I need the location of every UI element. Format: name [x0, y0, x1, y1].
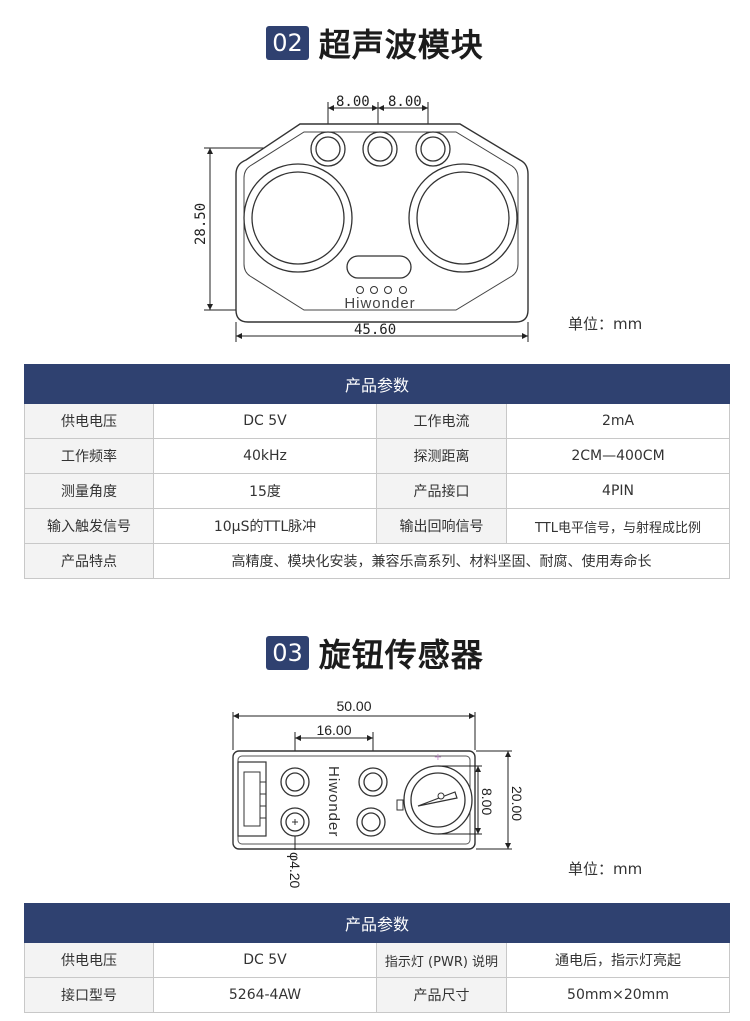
spec-label: 产品特点 [24, 543, 154, 579]
svg-text:+: + [434, 752, 442, 763]
spec-label: 测量角度 [24, 473, 154, 509]
spec-label: 输出回响信号 [376, 508, 507, 544]
table-row: 产品特点 高精度、模块化安装，兼容乐高系列、材料坚固、耐腐、使用寿命长 [24, 543, 731, 579]
spec-label: 产品接口 [376, 473, 507, 509]
spec-value: DC 5V [153, 942, 377, 978]
spec-label: 输入触发信号 [24, 508, 154, 544]
dim-spacing-v: 8.00 [479, 788, 495, 815]
spec-label: 产品尺寸 [376, 977, 507, 1013]
dim-width: 45.60 [354, 322, 396, 338]
transducer-left [243, 163, 353, 273]
spec-table-ultrasonic: 产品参数 供电电压 DC 5V 工作电流 2mA 工作频率 40kHz 探测距离… [23, 364, 731, 579]
mount-hole-bottom-right [356, 807, 386, 837]
mount-hole-top-left [280, 767, 310, 797]
unit-label: 单位：mm [568, 860, 643, 878]
table-row: 供电电压 DC 5V 指示灯 (PWR) 说明 通电后，指示灯亮起 [24, 942, 731, 978]
spec-value: TTL电平信号，与射程成比例 [505, 508, 731, 544]
top-hole-left [310, 131, 346, 167]
ultrasonic-module-diagram: 8.00 8.00 28.50 Hiwonder [193, 94, 529, 342]
spec-value: 2CM—400CM [505, 438, 731, 474]
spec-label: 供电电压 [24, 942, 154, 978]
rotary-sensor-diagram: 50.00 16.00 Hiwonder [232, 698, 525, 889]
board-logo: Hiwonder [344, 295, 415, 312]
spec-value: 4PIN [505, 473, 731, 509]
spec-label: 指示灯 (PWR) 说明 [376, 942, 507, 978]
section-title-text: 旋钮传感器 [318, 636, 484, 674]
dim-width: 50.00 [336, 698, 371, 714]
spec-label: 接口型号 [24, 977, 154, 1013]
pwr-led [396, 799, 404, 811]
dim-spacing-2: 8.00 [388, 94, 422, 110]
table-row: 输入触发信号 10μS的TTL脉冲 输出回响信号 TTL电平信号，与射程成比例 [24, 508, 731, 544]
spec-value: 40kHz [153, 438, 377, 474]
table-header: 产品参数 [23, 364, 731, 404]
spec-value: 50mm×20mm [505, 977, 731, 1013]
spec-label: 探测距离 [376, 438, 507, 474]
dim-spacing-1: 8.00 [336, 94, 370, 110]
spec-value: 2mA [505, 403, 731, 439]
spec-label: 供电电压 [24, 403, 154, 439]
dim-height: 28.50 [193, 203, 209, 245]
spec-value: 通电后，指示灯亮起 [505, 942, 731, 978]
mount-hole-bottom-left [280, 807, 310, 837]
board-logo: Hiwonder [325, 766, 342, 837]
spec-table-rotary: 产品参数 供电电压 DC 5V 指示灯 (PWR) 说明 通电后，指示灯亮起 接… [23, 903, 731, 1013]
dim-hole-diameter: φ4.20 [287, 852, 303, 889]
unit-label: 单位：mm [568, 315, 643, 333]
dim-spacing: 16.00 [316, 722, 351, 738]
mount-hole-top-right [358, 767, 388, 797]
section-badge: 02 [266, 26, 309, 60]
spec-value: 高精度、模块化安装，兼容乐高系列、材料坚固、耐腐、使用寿命长 [152, 543, 731, 579]
table-header: 产品参数 [23, 903, 731, 943]
table-row: 工作频率 40kHz 探测距离 2CM—400CM [24, 438, 731, 474]
dim-height: 20.00 [509, 786, 525, 821]
spec-value: 15度 [153, 473, 377, 509]
rotary-knob [403, 765, 473, 835]
transducer-right [408, 163, 518, 273]
table-row: 接口型号 5264-4AW 产品尺寸 50mm×20mm [24, 977, 731, 1013]
section-badge: 03 [266, 636, 309, 670]
top-hole-right [415, 131, 451, 167]
section-title-text: 超声波模块 [318, 26, 484, 64]
indicator-leds [356, 286, 407, 294]
connector-5264 [237, 761, 267, 837]
section-title-rotary: 03 旋钮传感器 [0, 630, 750, 676]
center-slot [346, 255, 412, 279]
spec-label: 工作频率 [24, 438, 154, 474]
table-row: 供电电压 DC 5V 工作电流 2mA [24, 403, 731, 439]
spec-value: DC 5V [153, 403, 377, 439]
top-hole-middle [362, 131, 398, 167]
section-title-ultrasonic: 02 超声波模块 [0, 20, 750, 66]
spec-value: 10μS的TTL脉冲 [153, 508, 377, 544]
spec-label: 工作电流 [376, 403, 507, 439]
table-row: 测量角度 15度 产品接口 4PIN [24, 473, 731, 509]
spec-value: 5264-4AW [153, 977, 377, 1013]
